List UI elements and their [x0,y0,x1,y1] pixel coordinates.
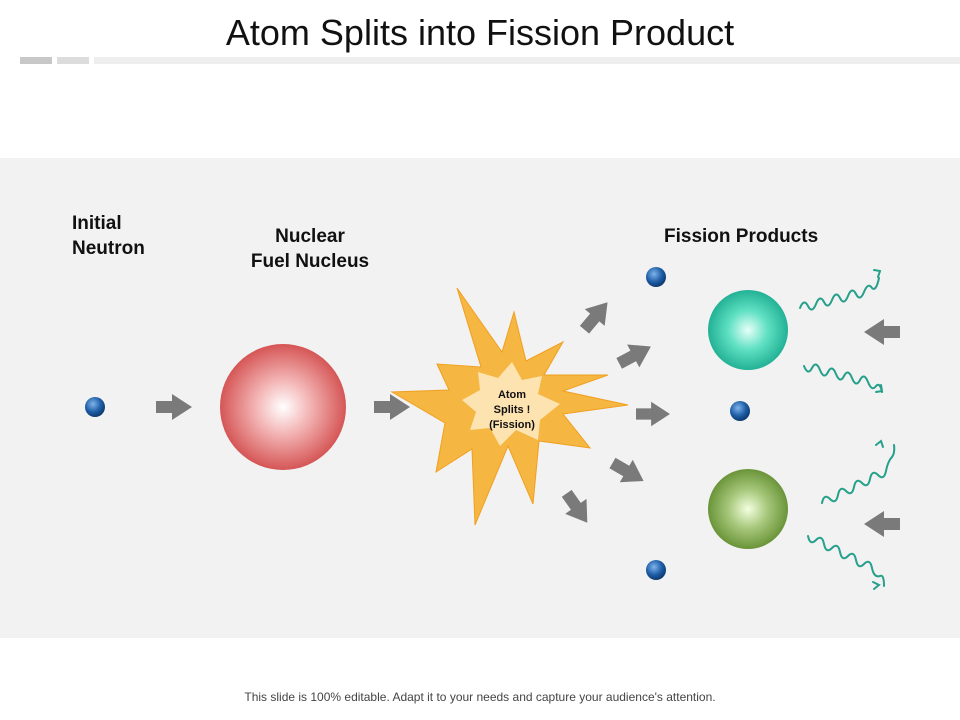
burst-label-line-1: Atom [497,389,527,401]
arrow-neutron-to-nucleus [156,394,192,420]
burst-label-line-3: (Fission) [489,419,535,431]
released-neutron-bottom [646,560,666,580]
header-bar-line [94,57,960,64]
gamma-wave-2-head [875,384,884,393]
burst-label-line-2: Splits ! [493,404,531,416]
arrow-incoming-top [864,319,900,345]
slide-title: Atom Splits into Fission Product [225,12,735,53]
label-nuclear-fuel-nucleus: Nuclear Fuel Nucleus [230,224,390,274]
gamma-wave-4-head [872,581,881,590]
slide-footer: This slide is 100% editable. Adapt it to… [244,690,716,704]
arrow-burst-center [636,401,670,427]
gamma-wave-3 [821,444,896,504]
gamma-wave-1 [799,277,880,311]
label-nuclear-fuel-line-1: Nuclear [275,226,345,247]
gamma-wave-1-head [873,269,882,278]
arrow-burst-up-1 [574,293,618,339]
header-bar-segment-1 [20,57,52,64]
arrow-burst-up-2 [613,335,657,375]
initial-neutron-particle [85,397,105,417]
header-bar-segment-2 [57,57,89,64]
released-neutron-top [646,267,666,287]
label-nuclear-fuel-line-2: Fuel Nucleus [250,251,370,272]
released-neutron-middle [730,401,750,421]
fission-starburst-core [462,362,560,446]
burst-label: Atom Splits ! (Fission) [472,388,552,433]
gamma-wave-4 [807,535,885,587]
label-initial-neutron-line-2: Neutron [72,238,145,259]
arrow-incoming-bottom [864,511,900,537]
fission-product-sphere-green [708,469,788,549]
arrow-burst-down-1 [605,451,651,493]
label-initial-neutron: Initial Neutron [72,211,145,261]
label-initial-neutron-line-1: Initial [72,213,122,234]
gamma-wave-2 [803,363,883,393]
nuclear-fuel-nucleus-sphere [220,344,346,470]
gamma-wave-3-head [875,439,884,448]
arrow-burst-down-2 [556,485,598,531]
fission-product-sphere-teal [708,290,788,370]
label-fission-products: Fission Products [664,226,819,247]
